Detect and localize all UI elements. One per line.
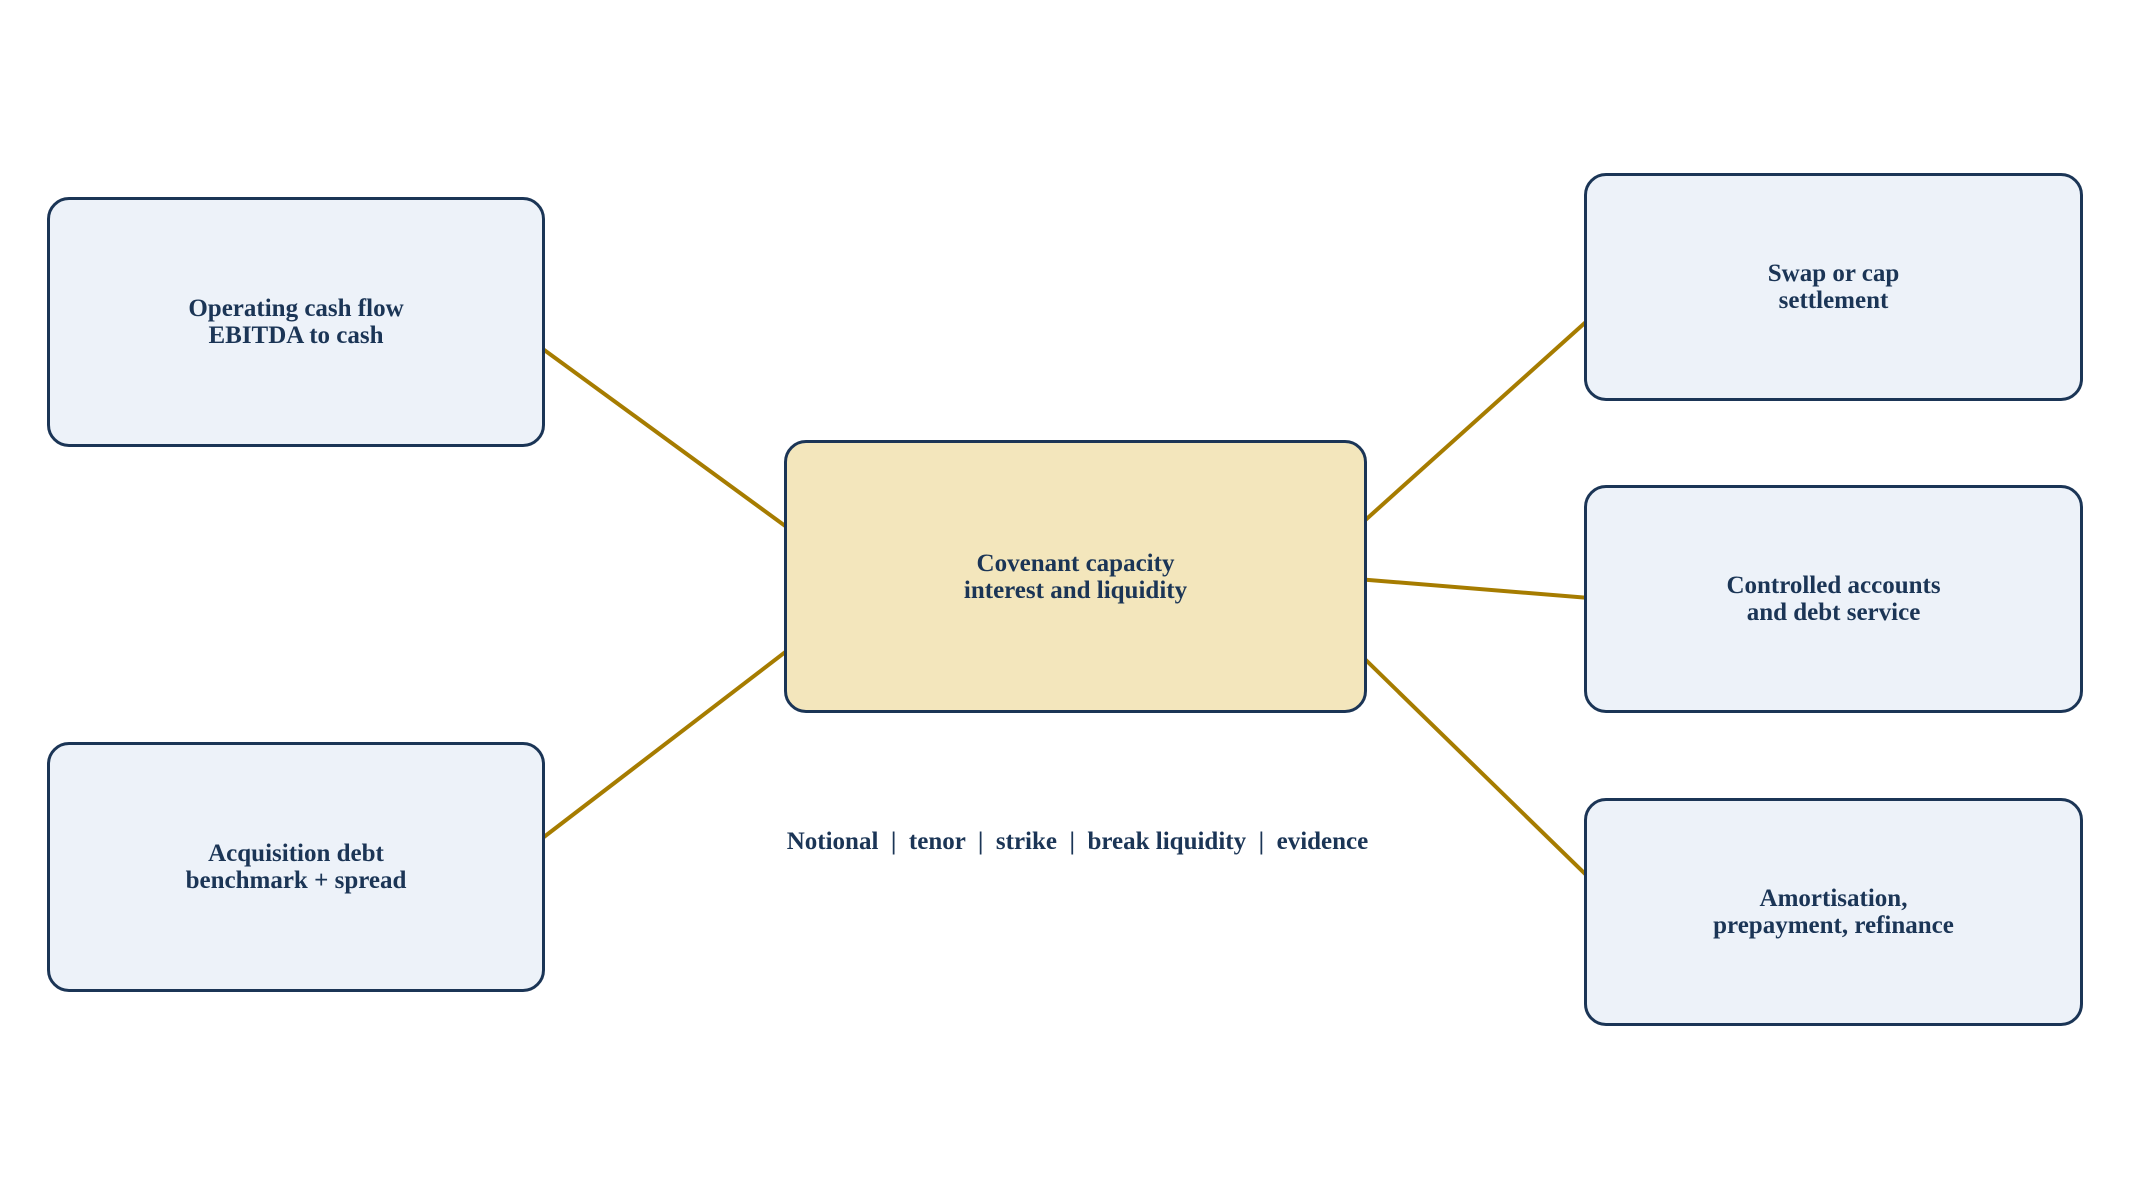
node-swap-or-cap: Swap or cap settlement bbox=[1584, 173, 2083, 401]
node-controlled-accounts-line1: Controlled accounts bbox=[1726, 572, 1941, 599]
node-acquisition-debt-line2: benchmark + spread bbox=[185, 867, 407, 894]
node-covenant-capacity-line1: Covenant capacity bbox=[976, 549, 1175, 577]
node-controlled-accounts-line2: and debt service bbox=[1746, 599, 1921, 626]
node-amortisation: Amortisation, prepayment, refinance bbox=[1584, 798, 2083, 1026]
node-operating-cash-flow-line1: Operating cash flow bbox=[188, 295, 404, 322]
arrow-covenant-to-amortisation bbox=[1330, 625, 1619, 907]
node-swap-or-cap-line2: settlement bbox=[1778, 287, 1889, 314]
node-acquisition-debt: Acquisition debt benchmark + spread bbox=[47, 742, 545, 992]
arrow-operating-to-covenant bbox=[508, 323, 816, 549]
arrow-acquisition-to-covenant bbox=[508, 628, 816, 865]
arrow-covenant-to-controlled bbox=[1331, 575, 1617, 610]
diagram-caption: Notional | tenor | strike | break liquid… bbox=[786, 828, 1369, 855]
node-operating-cash-flow: Operating cash flow EBITDA to cash bbox=[47, 197, 545, 447]
arrow-covenant-to-swap bbox=[1330, 292, 1619, 552]
node-controlled-accounts: Controlled accounts and debt service bbox=[1584, 485, 2083, 713]
node-covenant-capacity: Covenant capacity interest and liquidity bbox=[784, 440, 1367, 713]
node-swap-or-cap-line1: Swap or cap bbox=[1767, 260, 1900, 287]
node-amortisation-line2: prepayment, refinance bbox=[1713, 912, 1954, 939]
node-acquisition-debt-line1: Acquisition debt bbox=[208, 840, 384, 867]
node-amortisation-line1: Amortisation, bbox=[1759, 885, 1908, 912]
node-covenant-capacity-line2: interest and liquidity bbox=[963, 576, 1188, 604]
node-operating-cash-flow-line2: EBITDA to cash bbox=[208, 322, 384, 349]
